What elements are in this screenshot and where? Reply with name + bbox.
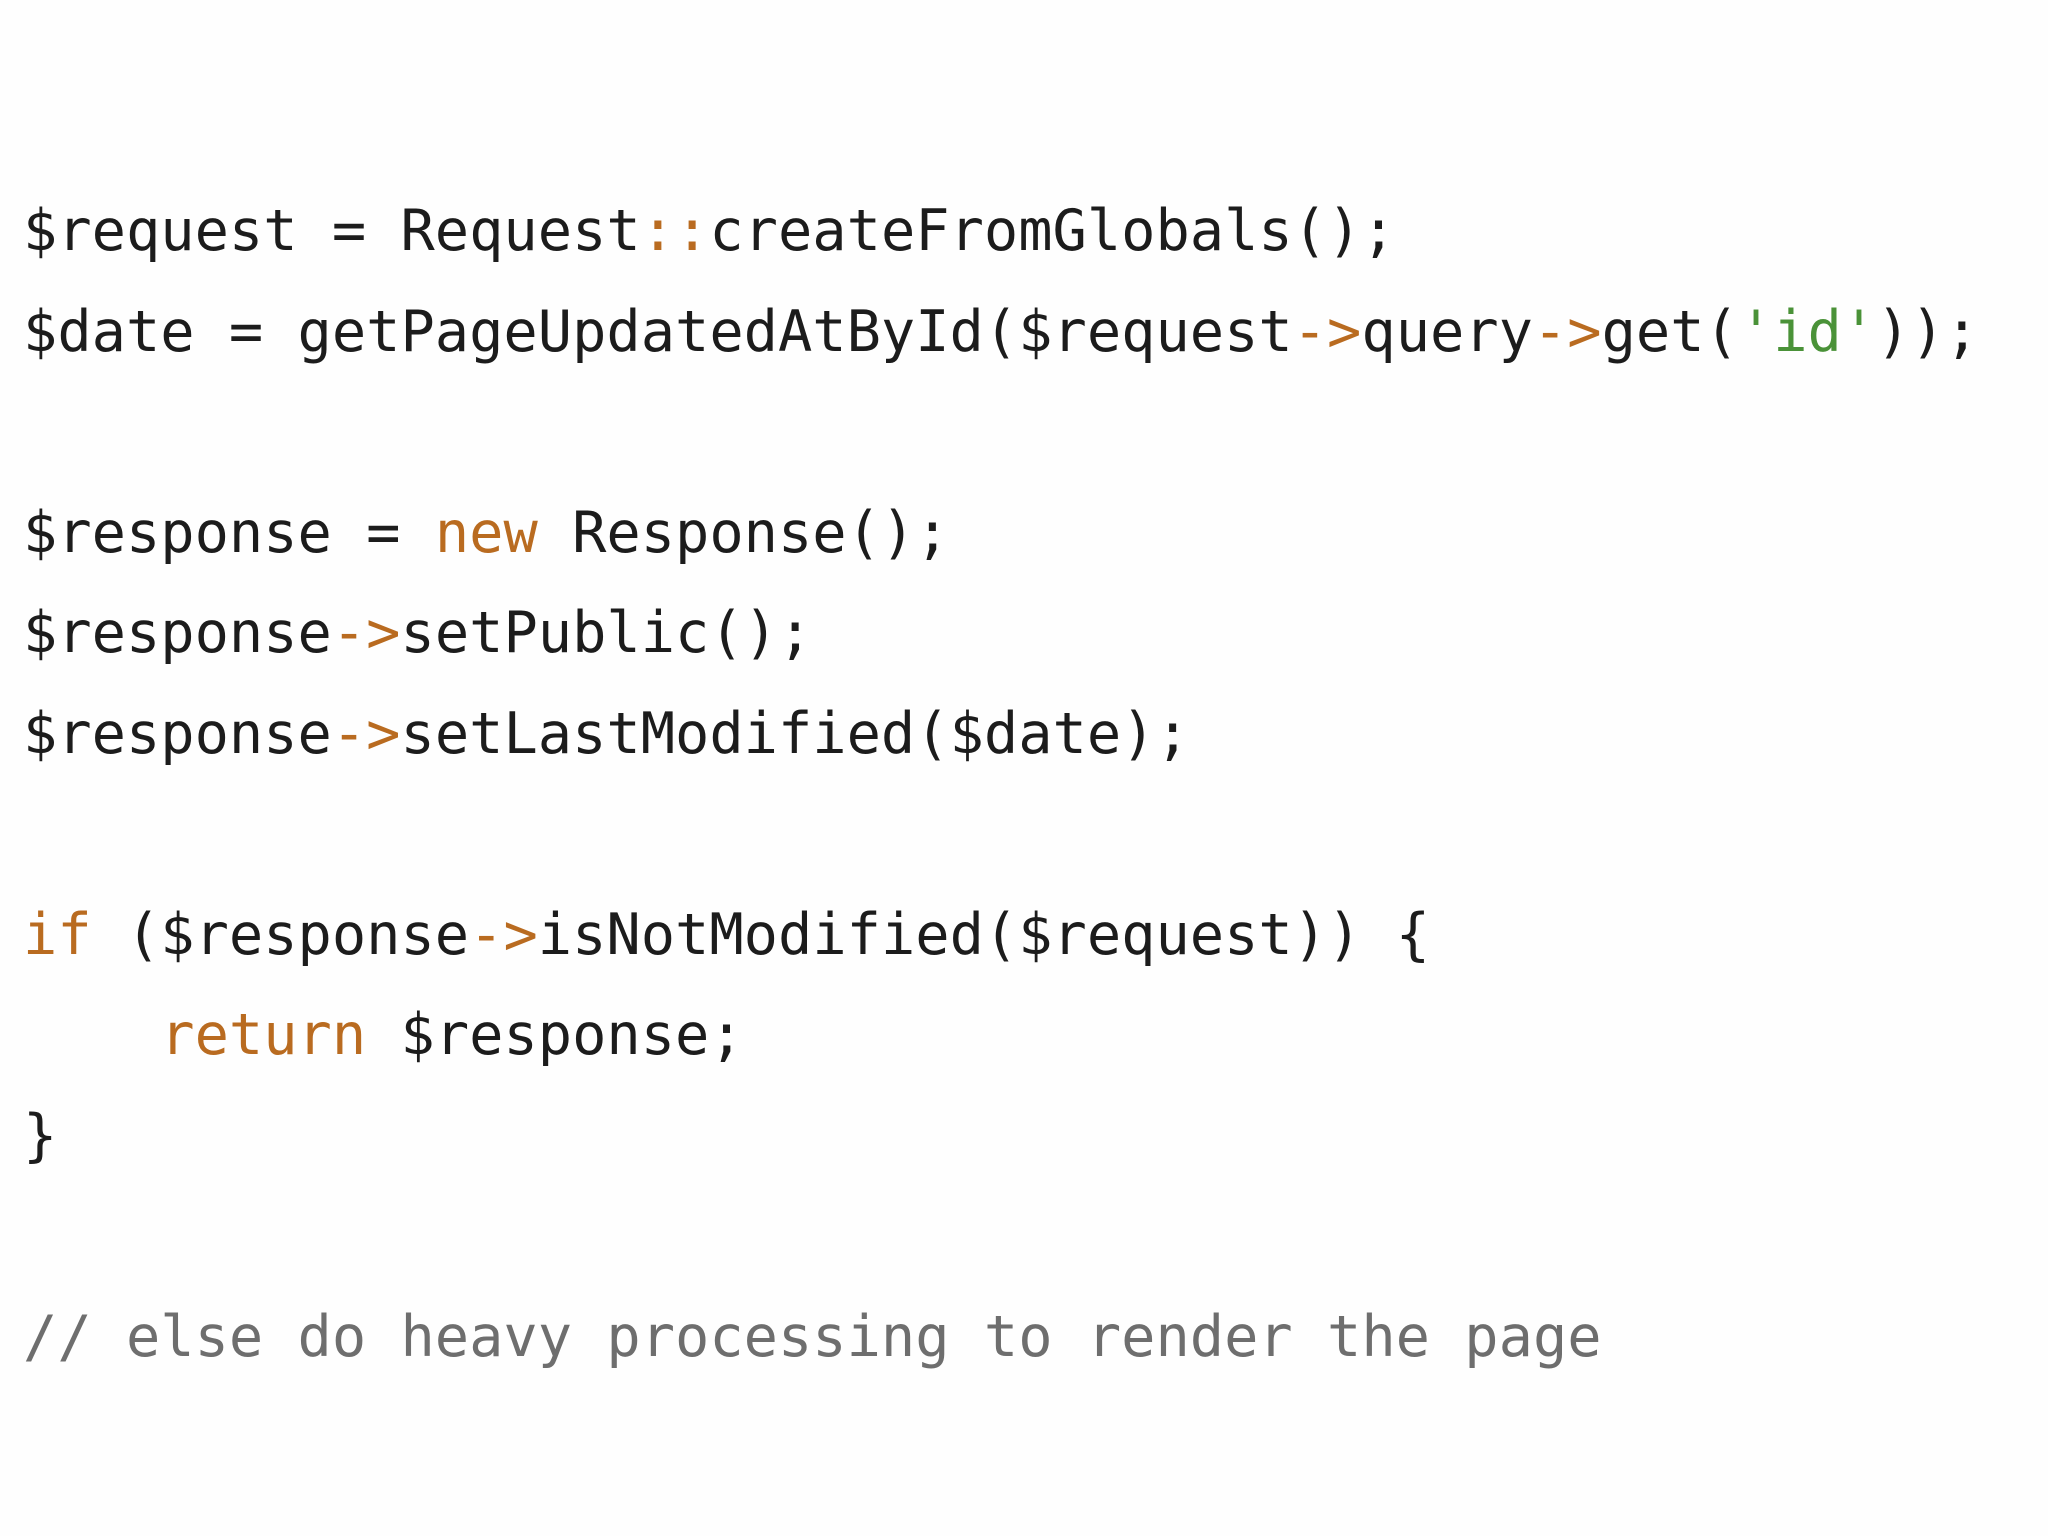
code-token-default: query — [1361, 298, 1533, 365]
code-blank-line — [23, 382, 2048, 483]
code-token-default: Response(); — [537, 499, 950, 566]
code-line: $response = new Response(); — [23, 483, 2048, 584]
code-line: // else do heavy processing to render th… — [23, 1287, 2048, 1388]
code-token-default: $response — [23, 700, 332, 767]
code-token-string: 'id' — [1738, 298, 1877, 365]
code-token-operator: -> — [1532, 298, 1602, 365]
code-token-keyword: return — [160, 1002, 367, 1068]
code-token-default: setPublic(); — [400, 600, 813, 666]
code-token-operator: -> — [331, 700, 401, 767]
code-token-default: } — [23, 1102, 58, 1169]
code-token-comment: // else do heavy processing to render th… — [23, 1303, 1602, 1370]
code-token-operator: -> — [469, 901, 538, 968]
code-token-default: $response — [23, 600, 332, 666]
code-token-operator: :: — [640, 198, 710, 264]
code-token-operator: -> — [331, 600, 401, 666]
code-line: } — [23, 1086, 2048, 1187]
code-token-default: $date = getPageUpdatedAtById($request — [23, 298, 1293, 365]
code-token-default: $response = — [23, 499, 435, 566]
code-token-default: $request = Request — [23, 198, 641, 264]
code-blank-line — [23, 784, 2048, 885]
code-token-keyword: if — [23, 901, 92, 968]
code-line: $date = getPageUpdatedAtById($request->q… — [23, 282, 2048, 383]
code-token-operator: -> — [1292, 298, 1362, 365]
code-token-default: get( — [1601, 298, 1739, 365]
code-line: if ($response->isNotModified($request)) … — [23, 885, 2048, 986]
code-token-default: $response; — [366, 1002, 744, 1068]
code-line: $request = Request::createFromGlobals(); — [23, 181, 2048, 282]
code-token-default: setLastModified($date); — [400, 700, 1190, 767]
code-blank-line — [23, 1186, 2048, 1287]
code-line: $response->setLastModified($date); — [23, 684, 2048, 785]
code-token-default: ($response — [91, 901, 470, 968]
code-token-default: )); — [1876, 298, 1980, 365]
code-line: return $response; — [23, 985, 2048, 1086]
code-line: $response->setPublic(); — [23, 583, 2048, 684]
code-block: $request = Request::createFromGlobals();… — [23, 181, 2048, 1388]
code-token-default: createFromGlobals(); — [709, 198, 1396, 264]
code-token-keyword: new — [434, 499, 538, 566]
code-token-default: isNotModified($request)) { — [537, 901, 1431, 968]
code-token-default — [23, 1002, 160, 1068]
